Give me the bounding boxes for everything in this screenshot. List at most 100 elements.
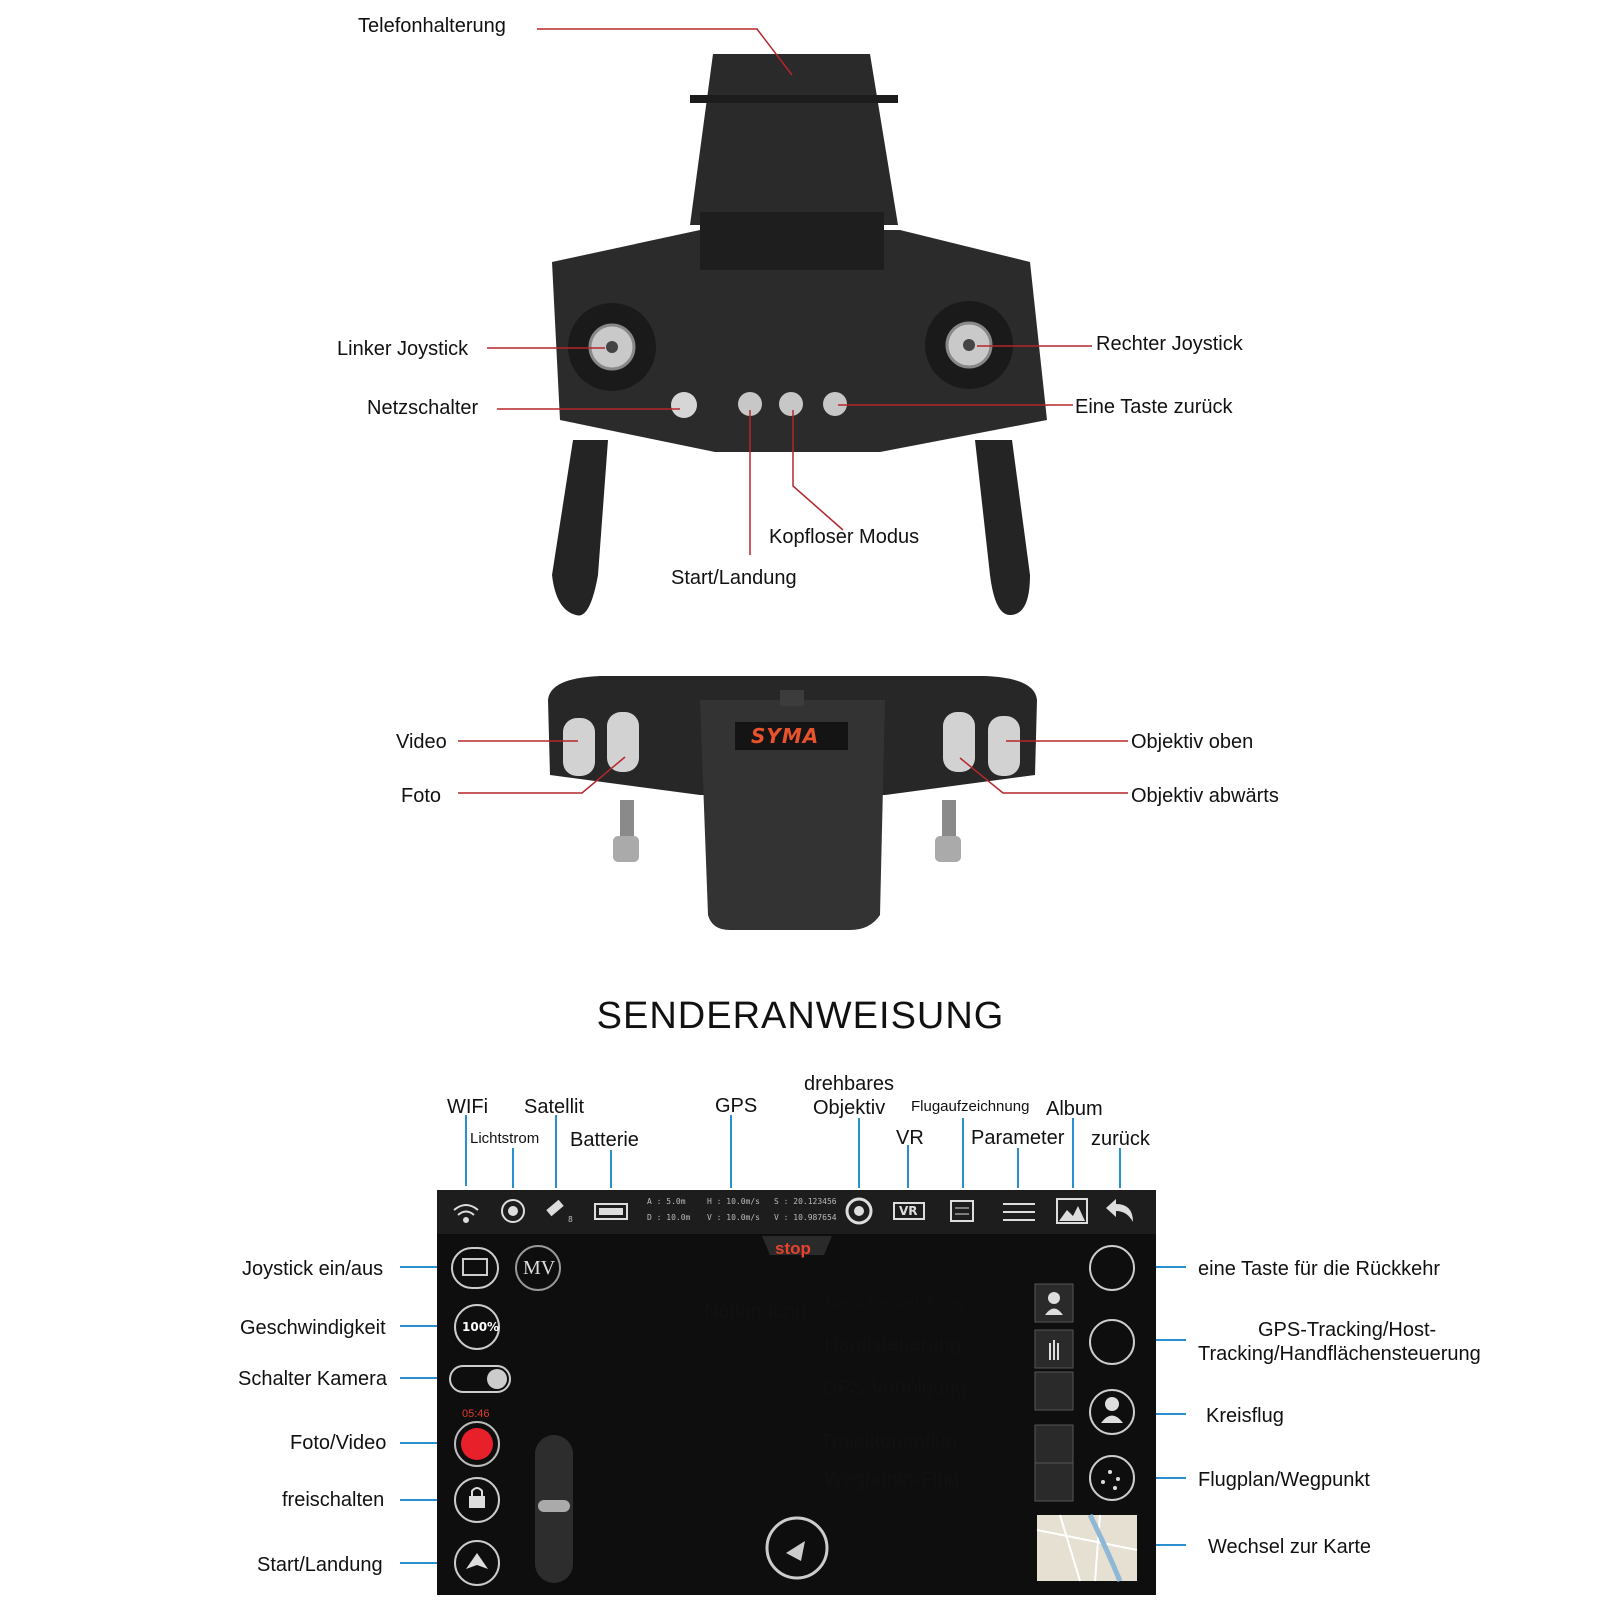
phone-icon: [462, 1258, 488, 1276]
top-toolbar: [437, 1190, 1156, 1234]
wifi-icon[interactable]: [453, 1204, 479, 1223]
label-lens-up: Objektiv oben: [1131, 731, 1254, 753]
unlock-button[interactable]: [454, 1477, 500, 1523]
label-back: zurück: [1091, 1128, 1150, 1150]
label-battery: Batterie: [570, 1129, 639, 1151]
headless-mode-button: [779, 392, 803, 416]
label-gps-follow: GPS-Verfolgung: [822, 1377, 967, 1399]
label-gps-tracking-2: Tracking/Handflächensteuerung: [1198, 1343, 1481, 1365]
left-grip: [552, 440, 608, 616]
label-satellite: Satellit: [524, 1096, 585, 1118]
lens-up-button: [988, 716, 1020, 776]
rotatable-lens-icon[interactable]: [845, 1197, 873, 1225]
label-gps: GPS: [715, 1095, 758, 1117]
vr-icon[interactable]: [893, 1202, 925, 1220]
label-power-switch: Netzschalter: [367, 397, 479, 419]
label-speed: Geschwindigkeit: [240, 1317, 386, 1339]
battery-icon: [594, 1203, 628, 1220]
label-phone-holder: Telefonhalterung: [358, 15, 506, 37]
stat-vspeed: V : 10.0m/s: [707, 1213, 760, 1222]
speed-button[interactable]: [454, 1304, 500, 1350]
stat-altitude: A : 5.0m: [647, 1197, 686, 1206]
hand-icon: [1049, 1340, 1059, 1360]
label-parameter: Parameter: [971, 1127, 1065, 1149]
record-button[interactable]: [461, 1428, 493, 1460]
speed-value: 100%: [462, 1320, 500, 1334]
circle-flight-button[interactable]: [1089, 1389, 1135, 1435]
label-circle-flight: Kreisflug: [1206, 1405, 1284, 1427]
flight-plan-button[interactable]: [1089, 1455, 1135, 1501]
label-album: Album: [1046, 1098, 1103, 1120]
section-title: SENDERANWEISUNG: [596, 995, 1005, 1037]
altitude-slider-thumb[interactable]: [538, 1500, 570, 1512]
gesture-button[interactable]: [765, 1516, 829, 1580]
album-icon[interactable]: [1056, 1198, 1088, 1224]
takeoff-landing-button: [738, 392, 762, 416]
label-camera-switch: Schalter Kamera: [238, 1368, 387, 1390]
label-photo-video: Foto/Video: [290, 1432, 387, 1454]
arrow-up-icon: [466, 1553, 488, 1569]
right-grip: [975, 440, 1030, 615]
waypoint-flight-button[interactable]: [1034, 1462, 1074, 1502]
map-thumbnail[interactable]: [1037, 1515, 1137, 1581]
mv-label: MV: [523, 1257, 556, 1279]
takeoff-landing-button[interactable]: [454, 1540, 500, 1586]
label-joystick-toggle: Joystick ein/aus: [242, 1258, 384, 1280]
one-key-return-button[interactable]: [1089, 1245, 1135, 1291]
label-emergency-landing: Notlandung: [704, 1301, 807, 1323]
stat-latitude: V : 10.987654: [774, 1213, 837, 1222]
label-waypoint-flight: Wegpunkt-Flug: [824, 1469, 960, 1491]
label-photo: Foto: [401, 785, 442, 807]
label-trajectory-flight: Trajektorienflug: [820, 1431, 958, 1453]
camera-switch-toggle[interactable]: [449, 1365, 511, 1393]
label-wifi: WIFi: [447, 1096, 489, 1118]
label-rotatable-lens-2: Objektiv: [813, 1097, 886, 1119]
mv-button[interactable]: [515, 1245, 561, 1291]
label-rotatable-lens-1: drehbares: [804, 1073, 895, 1095]
gps-follow-button[interactable]: [1034, 1371, 1074, 1411]
label-lens-down: Objektiv abwärts: [1131, 785, 1279, 807]
label-headless-mode: Kopfloser Modus: [769, 526, 920, 548]
label-return-key: eine Taste für die Rückkehr: [1198, 1258, 1440, 1280]
label-right-joystick: Rechter Joystick: [1096, 333, 1243, 355]
back-icon[interactable]: [1106, 1199, 1133, 1222]
label-flight-plan: Flugplan/Wegpunkt: [1198, 1469, 1370, 1491]
flight-record-icon[interactable]: [950, 1200, 974, 1222]
label-left-joystick: Linker Joystick: [337, 338, 469, 360]
video-button: [563, 718, 595, 776]
joystick-toggle-button[interactable]: [451, 1247, 499, 1289]
camera-switch-knob: [487, 1369, 507, 1389]
label-unlock: freischalten: [282, 1489, 385, 1511]
photo-button: [607, 712, 639, 772]
label-takeoff-landing-ui: Start/Landung: [257, 1554, 383, 1576]
label-takeoff-landing-top: Start/Landung: [671, 567, 797, 589]
label-flight-record: Flugaufzeichnung: [911, 1098, 1030, 1115]
gps-tracking-button[interactable]: [1089, 1319, 1135, 1365]
emergency-stop-button[interactable]: [762, 1236, 832, 1255]
person-icon: [1048, 1292, 1060, 1304]
satellite-icon: [546, 1199, 564, 1217]
satellite-count: 8: [568, 1215, 573, 1224]
label-light-flow: Lichtstrom: [470, 1130, 540, 1147]
stat-hspeed: H : 10.0m/s: [707, 1197, 760, 1206]
label-one-key-return: Eine Taste zurück: [1075, 396, 1233, 418]
stat-distance: D : 10.0m: [647, 1213, 691, 1222]
phone-holder-back: [700, 700, 885, 930]
stop-label: stop: [775, 1239, 811, 1258]
parameter-icon[interactable]: [1003, 1203, 1035, 1221]
stat-longitude: S : 20.123456: [774, 1197, 837, 1206]
trajectory-flight-button[interactable]: [1034, 1424, 1074, 1464]
mode-submenu: [1034, 1283, 1074, 1502]
optical-flow-icon[interactable]: [501, 1199, 525, 1223]
label-map-switch: Wechsel zur Karte: [1208, 1536, 1372, 1558]
label-human-follow: Menschenverfolgung: [825, 1295, 965, 1312]
brand-logo: SYMA: [751, 724, 820, 748]
label-gps-tracking-1: GPS-Tracking/Host-: [1258, 1319, 1437, 1341]
record-timer: 05:46: [462, 1408, 490, 1420]
label-vr: VR: [896, 1127, 924, 1149]
lens-down-button: [943, 712, 975, 772]
label-video: Video: [396, 731, 447, 753]
lock-icon: [469, 1496, 485, 1508]
